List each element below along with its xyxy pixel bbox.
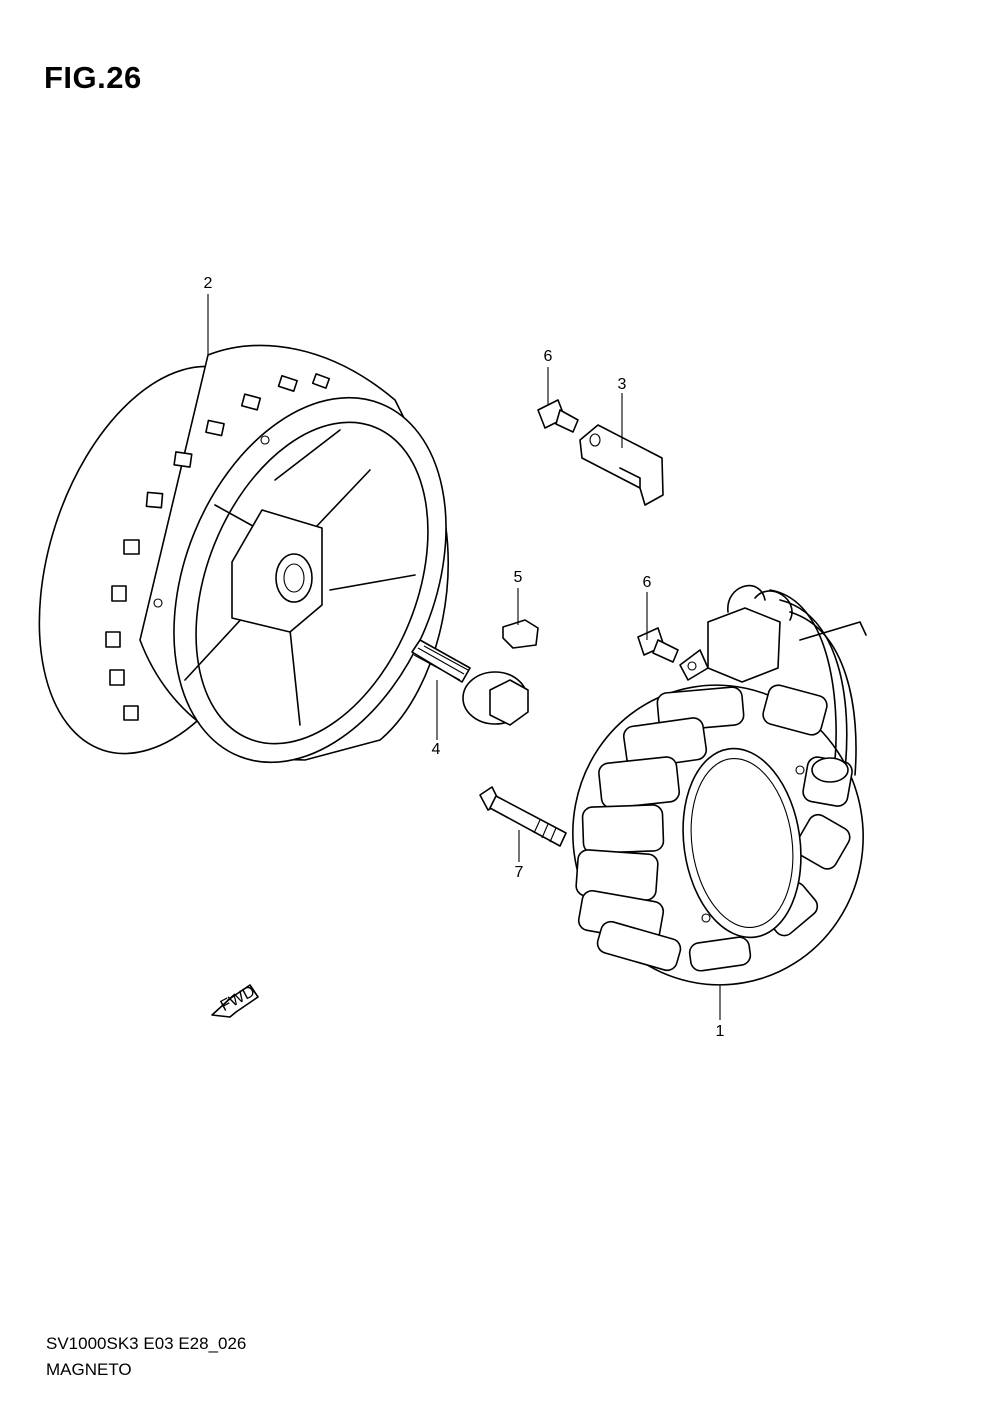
- screw-upper-part[interactable]: [537, 399, 579, 433]
- stator-part[interactable]: [549, 584, 887, 1008]
- bracket-part[interactable]: [579, 424, 664, 506]
- fwd-arrow-icon: FWD: [211, 983, 259, 1018]
- callout-5: 5: [514, 569, 523, 586]
- key-part[interactable]: [502, 619, 539, 649]
- callout-1: 1: [716, 1023, 725, 1040]
- callout-2: 2: [204, 275, 213, 292]
- rotor-bolt-part[interactable]: [411, 639, 529, 726]
- callout-6-upper: 6: [544, 348, 553, 365]
- leader-lines: [207, 294, 721, 1020]
- stator-bolt-part[interactable]: [479, 786, 567, 847]
- figure-title: FIG.26: [44, 60, 142, 95]
- rotor-part[interactable]: [0, 334, 497, 803]
- callout-6-lower: 6: [643, 574, 652, 591]
- figure-name: MAGNETO: [46, 1360, 132, 1379]
- callout-3: 3: [618, 376, 627, 393]
- model-code: SV1000SK3 E03 E28_026: [46, 1334, 247, 1353]
- screw-lower-part[interactable]: [637, 627, 679, 663]
- callout-7: 7: [515, 864, 524, 881]
- callout-4: 4: [432, 741, 441, 758]
